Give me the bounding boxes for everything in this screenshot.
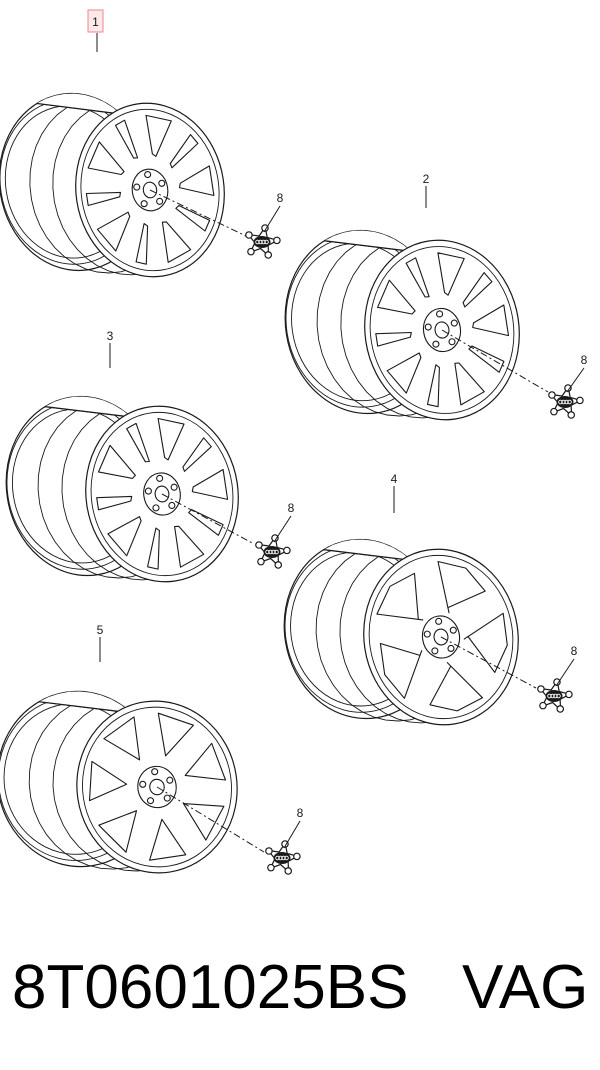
wheel-3[interactable] xyxy=(0,343,255,592)
svg-text:2: 2 xyxy=(423,172,430,186)
callout-8-d[interactable]: 8 xyxy=(571,644,578,658)
hub-cap-5[interactable] xyxy=(265,820,301,875)
callout-1[interactable]: 1 xyxy=(87,9,104,33)
hub-cap-4[interactable] xyxy=(537,658,575,713)
svg-text:8: 8 xyxy=(277,191,284,205)
svg-text:8: 8 xyxy=(297,806,304,820)
callout-8-e[interactable]: 8 xyxy=(297,806,304,820)
svg-text:3: 3 xyxy=(107,329,114,343)
hub-cap-3[interactable] xyxy=(255,515,292,569)
wheel-5[interactable] xyxy=(0,637,265,884)
callout-2[interactable]: 2 xyxy=(423,172,430,186)
svg-text:4: 4 xyxy=(391,472,398,486)
svg-text:5: 5 xyxy=(97,623,104,637)
hub-cap-1[interactable] xyxy=(245,205,281,259)
callout-8-b[interactable]: 8 xyxy=(581,353,588,367)
part-number: 8T0601025BS xyxy=(12,953,409,1022)
exploded-parts-diagram: 1 2 3 4 5 8 8 8 8 8 xyxy=(0,9,588,884)
wheel-1[interactable] xyxy=(0,33,247,287)
svg-text:8: 8 xyxy=(571,644,578,658)
callout-8-a[interactable]: 8 xyxy=(277,191,284,205)
wheel-4[interactable] xyxy=(272,486,537,736)
callout-4[interactable]: 4 xyxy=(391,472,398,486)
callout-3[interactable]: 3 xyxy=(107,329,114,343)
svg-text:1: 1 xyxy=(92,15,99,29)
svg-text:8: 8 xyxy=(288,501,295,515)
svg-text:8: 8 xyxy=(581,353,588,367)
callout-8-c[interactable]: 8 xyxy=(288,501,295,515)
callout-5[interactable]: 5 xyxy=(97,623,104,637)
wheel-2[interactable] xyxy=(273,186,549,430)
hub-cap-2[interactable] xyxy=(548,367,585,419)
brand-label: VAG xyxy=(462,953,589,1022)
